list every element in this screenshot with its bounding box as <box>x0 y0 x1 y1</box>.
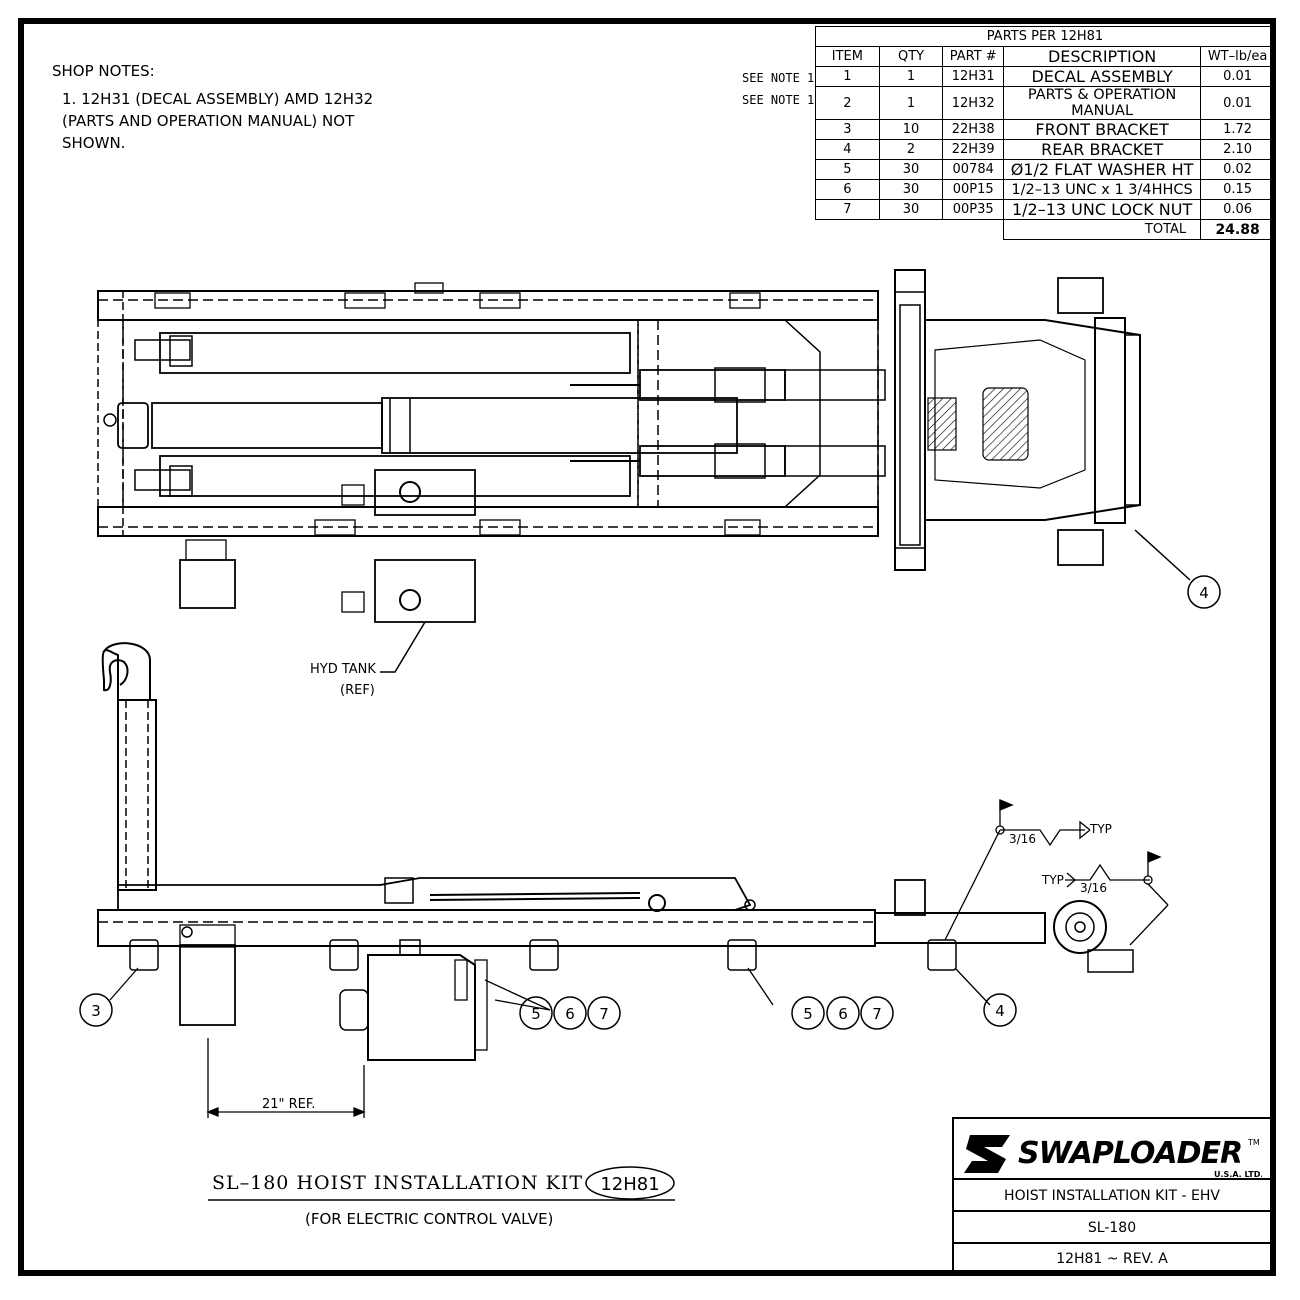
swaploader-logo: SWAPLOADER TM U.S.A. LTD. <box>964 1135 1262 1179</box>
shop-notes: SHOP NOTES: 1. 12H31 (DECAL ASSEMBLY) AM… <box>52 60 373 154</box>
title-block-title: HOIST INSTALLATION KIT - EHV <box>954 1178 1270 1212</box>
parts-table: PARTS PER 12H81 ITEM QTY PART # DESCRIPT… <box>815 26 1275 240</box>
title-block-drawing-number: 12H81 ~ REV. A <box>954 1242 1270 1275</box>
brand-tm: TM <box>1247 1138 1260 1147</box>
table-total-row: TOTAL 24.88 <box>816 219 1275 240</box>
shop-note-line: 1. 12H31 (DECAL ASSEMBLY) AMD 12H32 <box>62 90 374 108</box>
table-row: 7 30 00P35 1/2–13 UNC LOCK NUT 0.06 <box>815 199 1275 220</box>
shop-notes-heading: SHOP NOTES: <box>52 62 155 80</box>
total-value: 24.88 <box>1200 219 1275 240</box>
shop-note-line: (PARTS AND OPERATION MANUAL) NOT <box>62 112 355 130</box>
table-row: 3 10 22H38 FRONT BRACKET 1.72 <box>815 119 1275 140</box>
table-row: 6 30 00P15 1/2–13 UNC x 1 3/4HHCS 0.15 <box>815 179 1275 200</box>
table-row: 5 30 00784 Ø1/2 FLAT WASHER HT 0.02 <box>815 159 1275 180</box>
col-header-part: PART # <box>942 46 1005 67</box>
title-block-model: SL-180 <box>954 1210 1270 1244</box>
table-row: 4 2 22H39 REAR BRACKET 2.10 <box>815 139 1275 160</box>
brand-name: SWAPLOADER <box>1018 1136 1242 1171</box>
drawing-title: SL–180 HOIST INSTALLATION KIT <box>212 1172 584 1194</box>
see-note-label: SEE NOTE 1 <box>742 71 815 85</box>
shop-note-line: SHOWN. <box>62 134 126 152</box>
brand-sub: U.S.A. LTD. <box>1214 1170 1262 1179</box>
col-header-weight: WT–lb/ea <box>1200 46 1275 67</box>
table-row: 1 1 12H31 DECAL ASSEMBLY 0.01 <box>815 66 1275 87</box>
drawing-border <box>18 18 1276 1276</box>
col-header-item: ITEM <box>815 46 880 67</box>
drawing-subtitle: (FOR ELECTRIC CONTROL VALVE) <box>305 1210 554 1228</box>
see-note-label: SEE NOTE 1 <box>742 93 815 107</box>
parts-table-title: PARTS PER 12H81 <box>815 26 1275 47</box>
table-row: 2 1 12H32 PARTS & OPERATION MANUAL 0.01 <box>815 86 1275 120</box>
col-header-qty: QTY <box>878 46 944 67</box>
col-header-description: DESCRIPTION <box>1003 46 1202 67</box>
title-block: SWAPLOADER TM U.S.A. LTD. HOIST INSTALLA… <box>952 1117 1272 1275</box>
total-label: TOTAL <box>1003 219 1202 240</box>
